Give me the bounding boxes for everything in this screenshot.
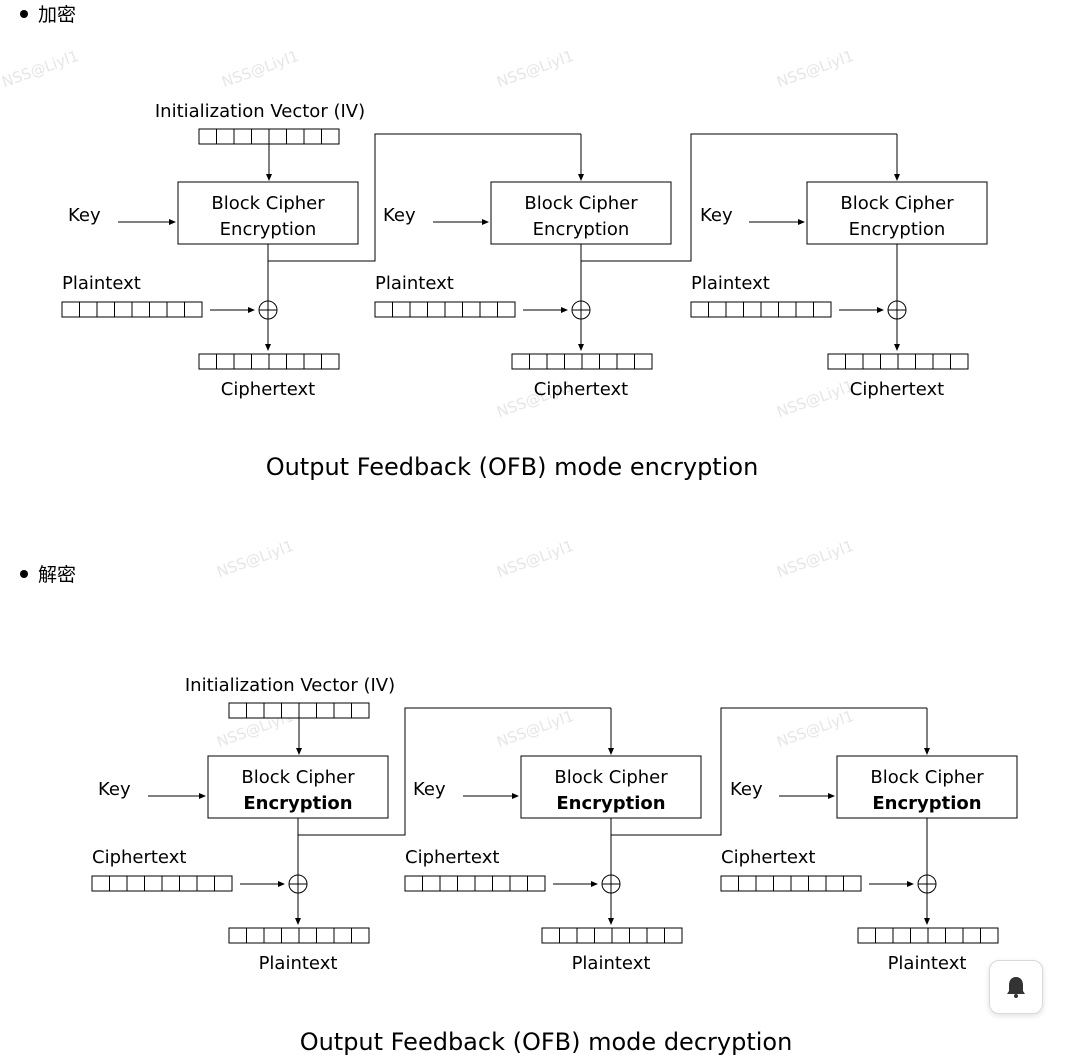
arrowhead bbox=[169, 219, 176, 225]
output-label: Ciphertext bbox=[221, 379, 315, 400]
arrowhead bbox=[608, 918, 614, 925]
input-label: Plaintext bbox=[62, 273, 141, 294]
arrowhead bbox=[482, 219, 489, 225]
block-cipher-box bbox=[207, 755, 389, 819]
section-decrypt-label: 解密 bbox=[38, 564, 77, 586]
feedback-line bbox=[297, 707, 611, 847]
box-label-line1: Block Cipher bbox=[211, 193, 325, 214]
encryption-caption: Output Feedback (OFB) mode encryption bbox=[266, 453, 759, 481]
arrowhead bbox=[608, 748, 614, 755]
arrowhead bbox=[296, 748, 302, 755]
input-label: Ciphertext bbox=[92, 847, 186, 868]
feedback-line bbox=[267, 133, 581, 273]
box-label-line2: Encryption bbox=[220, 219, 317, 240]
arrowhead bbox=[278, 881, 285, 887]
key-label: Key bbox=[383, 205, 416, 226]
section-encrypt-label: 加密 bbox=[38, 4, 77, 26]
bell-icon bbox=[1007, 977, 1025, 998]
arrowhead bbox=[591, 881, 598, 887]
bullet-dot bbox=[20, 569, 28, 578]
output-label: Ciphertext bbox=[850, 379, 944, 400]
arrowhead bbox=[266, 174, 272, 181]
input-label: Plaintext bbox=[691, 273, 770, 294]
iv-label: Initialization Vector (IV) bbox=[155, 101, 365, 122]
output-label: Plaintext bbox=[259, 953, 338, 974]
arrowhead bbox=[578, 344, 584, 351]
output-label: Plaintext bbox=[888, 953, 967, 974]
decryption-caption: Output Feedback (OFB) mode decryption bbox=[300, 1028, 793, 1055]
block-cipher-box bbox=[520, 755, 702, 819]
box-label-line2: Encryption bbox=[243, 793, 352, 814]
feedback-line bbox=[580, 133, 897, 273]
arrowhead bbox=[907, 881, 914, 887]
arrowhead bbox=[924, 748, 930, 755]
arrowhead bbox=[248, 307, 255, 313]
key-label: Key bbox=[98, 779, 131, 800]
section-decrypt: 解密 bbox=[20, 560, 76, 587]
box-label-line2: Encryption bbox=[872, 793, 981, 814]
block-cipher-box bbox=[177, 181, 359, 245]
input-label: Plaintext bbox=[375, 273, 454, 294]
box-label-line1: Block Cipher bbox=[840, 193, 954, 214]
arrowhead bbox=[924, 918, 930, 925]
key-label: Key bbox=[730, 779, 763, 800]
iv-label: Initialization Vector (IV) bbox=[185, 675, 395, 696]
key-label: Key bbox=[700, 205, 733, 226]
box-label-line1: Block Cipher bbox=[524, 193, 638, 214]
box-label-line2: Encryption bbox=[556, 793, 665, 814]
arrowhead bbox=[199, 793, 206, 799]
arrowhead bbox=[265, 344, 271, 351]
box-label-line1: Block Cipher bbox=[241, 767, 355, 788]
key-label: Key bbox=[413, 779, 446, 800]
output-label: Plaintext bbox=[572, 953, 651, 974]
output-label: Ciphertext bbox=[534, 379, 628, 400]
box-label-line2: Encryption bbox=[849, 219, 946, 240]
arrowhead bbox=[561, 307, 568, 313]
box-label-line1: Block Cipher bbox=[554, 767, 668, 788]
arrowhead bbox=[894, 174, 900, 181]
key-label: Key bbox=[68, 205, 101, 226]
input-label: Ciphertext bbox=[405, 847, 499, 868]
block-cipher-box bbox=[806, 181, 988, 245]
section-encrypt: 加密 bbox=[20, 0, 76, 27]
box-label-line1: Block Cipher bbox=[870, 767, 984, 788]
arrowhead bbox=[578, 174, 584, 181]
feedback-line bbox=[610, 707, 927, 847]
arrowhead bbox=[828, 793, 835, 799]
input-label: Ciphertext bbox=[721, 847, 815, 868]
box-label-line2: Encryption bbox=[533, 219, 630, 240]
block-cipher-box bbox=[490, 181, 672, 245]
arrowhead bbox=[512, 793, 519, 799]
arrowhead bbox=[894, 344, 900, 351]
arrowhead bbox=[877, 307, 884, 313]
notification-button[interactable] bbox=[989, 960, 1043, 1014]
arrowhead bbox=[798, 219, 805, 225]
arrowhead bbox=[295, 918, 301, 925]
bullet-dot bbox=[20, 9, 28, 18]
